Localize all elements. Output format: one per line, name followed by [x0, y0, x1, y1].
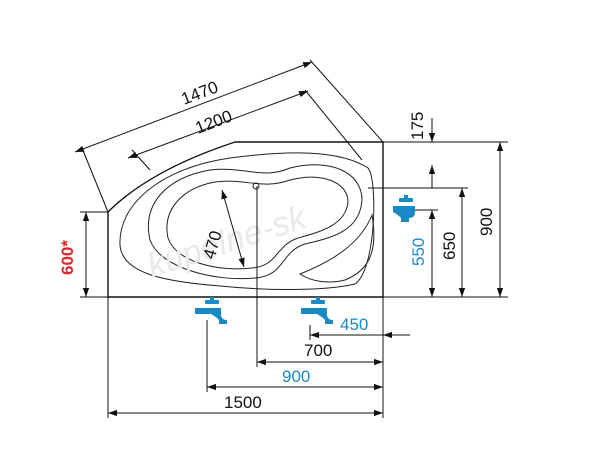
- dim-line-1200: [127, 90, 309, 159]
- label-650: 650: [440, 232, 459, 260]
- tub-basin: [148, 164, 363, 280]
- label-700: 700: [304, 341, 332, 360]
- tub-side-lip: [298, 213, 375, 283]
- dim-line-1470: [74, 61, 313, 153]
- label-900-bottom: 900: [282, 367, 310, 386]
- label-1470: 1470: [179, 77, 221, 108]
- ext-diag-2: [309, 59, 384, 143]
- tub-inner-rim: [119, 152, 375, 290]
- label-1200: 1200: [193, 106, 235, 137]
- label-175: 175: [408, 112, 427, 140]
- dim-line-470: [221, 189, 245, 268]
- label-550: 550: [409, 238, 428, 266]
- label-450: 450: [340, 315, 368, 334]
- label-600-mark: *: [58, 240, 77, 247]
- faucet-icon: [195, 297, 227, 324]
- ext-diag-4: [304, 89, 363, 161]
- drain: [252, 182, 260, 190]
- label-1500: 1500: [224, 393, 262, 412]
- faucet-icon: [393, 195, 415, 222]
- label-900-right: 900: [477, 208, 496, 236]
- ext-diag-1: [81, 147, 109, 213]
- tub-basin-inner: [166, 176, 349, 270]
- faucet-icon: [301, 297, 333, 324]
- label-600: 600*: [58, 240, 77, 275]
- label-600-value: 600: [58, 247, 77, 275]
